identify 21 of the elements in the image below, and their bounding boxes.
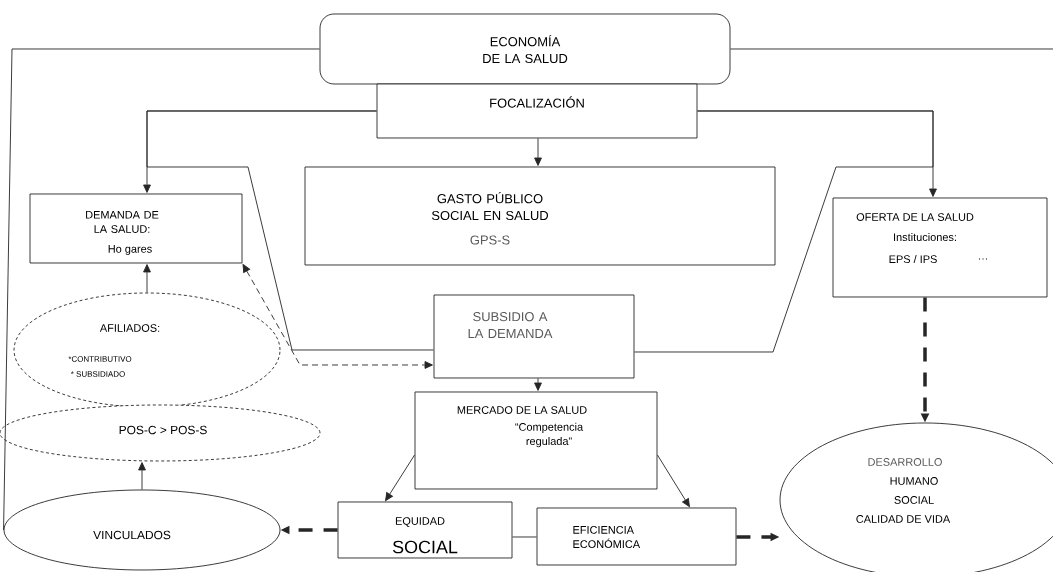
arrow xyxy=(143,264,151,293)
rounded-box: ECONOMÍA DE LA SALUD xyxy=(319,13,731,85)
process-box: MERCADO DE LA SALUD “Competencia regulada” xyxy=(414,391,658,490)
process-box: EFICIENCIA ECONÓMICA xyxy=(536,507,737,566)
arrow xyxy=(138,462,146,490)
process-box: DEMANDA DE LA SALUD: Ho gares xyxy=(29,193,243,264)
arrow xyxy=(242,263,433,369)
process-box: EQUIDAD SOCIAL xyxy=(337,501,513,559)
arrow xyxy=(534,378,542,391)
connector-line xyxy=(512,536,537,538)
process-box: SUBSIDIO A LA DEMANDA xyxy=(433,294,635,379)
arrow xyxy=(534,138,542,166)
connector-line xyxy=(3,48,320,531)
arrow xyxy=(657,454,690,508)
process-box: GASTO PÚBLICO SOCIAL EN SALUD GPS-S xyxy=(304,166,776,266)
connector-line xyxy=(634,110,934,353)
connector-line xyxy=(146,110,434,351)
connector-line xyxy=(730,48,1053,50)
process-box: OFERTA DE LA SALUD Instituciones: EPS / IPS … xyxy=(832,197,1048,298)
process-box: FOCALIZACIÓN xyxy=(376,83,698,139)
arrow xyxy=(385,454,415,502)
